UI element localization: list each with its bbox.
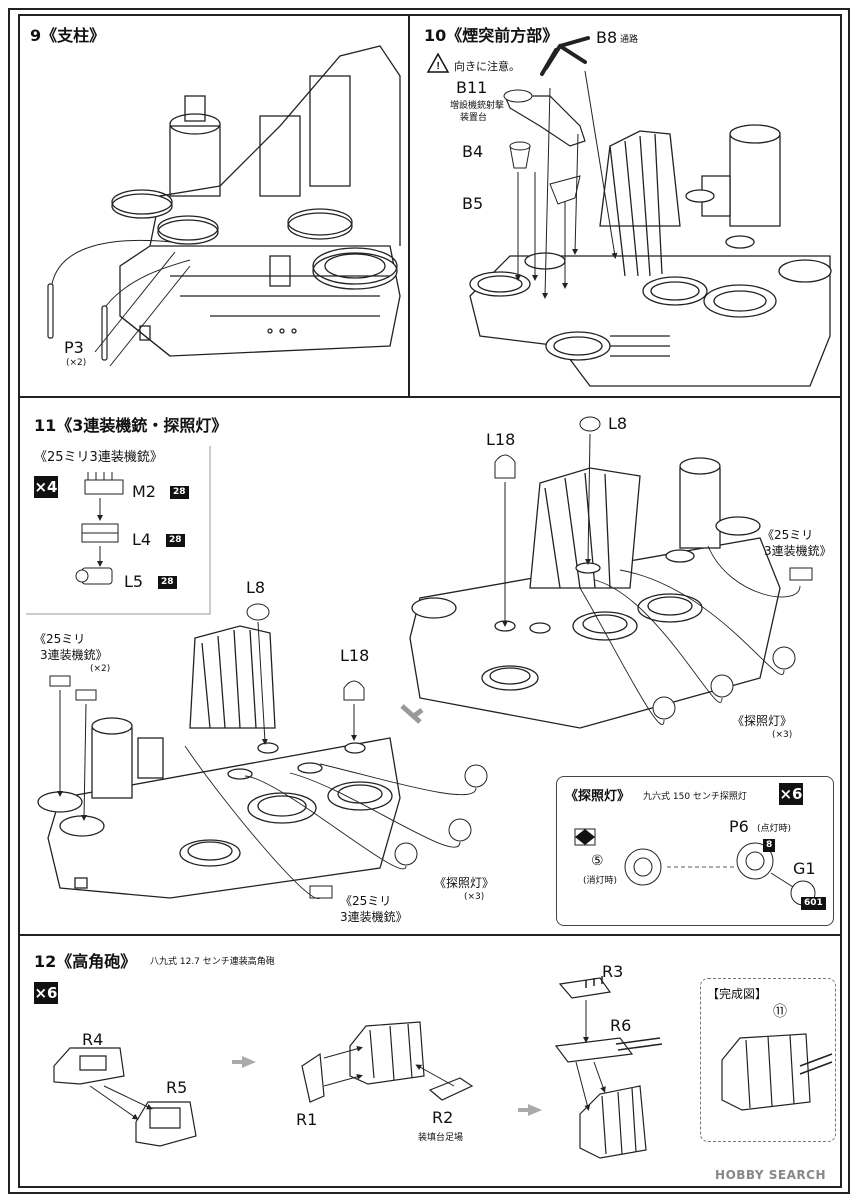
part-g1-label: G1	[793, 859, 816, 878]
mg-right-label-2: 3連装機銃》	[764, 544, 832, 558]
mg-left-label-1: 《25ミリ	[34, 632, 86, 646]
instruction-page	[8, 8, 850, 1194]
searchlight-left-qty: (×3)	[464, 892, 485, 902]
part-p3-label: P3	[64, 338, 84, 357]
mg-left-label-2: 3連装機銃》	[40, 648, 108, 662]
step10-funnel-drawing: !	[426, 36, 832, 387]
step12-subtitle: 八九式 12.7 センチ連装高角砲	[150, 957, 275, 967]
mg-bottom-label-1: 《25ミリ	[340, 894, 392, 908]
part-l4-label: L4	[132, 530, 152, 549]
svg-text:!: !	[437, 61, 440, 72]
part-r4-label: R4	[82, 1030, 104, 1049]
part-r6-label: R6	[610, 1016, 632, 1035]
completed-figure-box: 【完成図】 ⑪	[700, 978, 836, 1142]
searchlight-box-title: 《探照灯》	[565, 789, 631, 804]
mg-right-label-1: 《25ミリ	[762, 528, 814, 542]
part-l8-right-label: L8	[608, 414, 628, 433]
m2-color-badge: 28	[170, 486, 189, 499]
part-b11-note1: 増設機銃射撃	[450, 101, 505, 111]
part-b8-label: B8	[596, 28, 618, 47]
step11-title: 11《3連装機銃・探照灯》	[34, 416, 228, 435]
part-l18-right-label: L18	[486, 430, 516, 449]
step11-panel: 11《3連装機銃・探照灯》 《25ミリ3連装機銃》	[18, 396, 842, 936]
r2-note: 装填台足場	[418, 1133, 464, 1143]
mg-left-qty: (×2)	[90, 664, 111, 674]
searchlight-right-label: 《探照灯》	[732, 714, 793, 728]
part-b4-label: B4	[462, 142, 484, 161]
part-r1-label: R1	[296, 1110, 318, 1129]
part-p3-qty: (×2)	[66, 358, 87, 368]
watermark: HOBBY SEARCH	[715, 1168, 826, 1182]
part-r3-label: R3	[602, 962, 624, 981]
part-p6-label: P6	[729, 817, 749, 836]
searchlight-left-label: 《探照灯》	[434, 876, 495, 890]
searchlight-detail-box: 《探照灯》 九六式 150 センチ探照灯 ×6 ⑤ (消灯時) P6 (点灯時)…	[556, 776, 834, 926]
part-b5-label: B5	[462, 194, 484, 213]
step9-bridge-drawing	[47, 45, 401, 367]
step10-title: 10《煙突前方部》	[424, 26, 559, 45]
part-b11-label: B11	[456, 78, 488, 97]
part-m2-label: M2	[132, 482, 156, 501]
mg-qty-badge: ×4	[34, 476, 58, 498]
l5-color-badge: 28	[158, 576, 177, 589]
mg-bottom-label-2: 3連装機銃》	[340, 910, 408, 924]
part-l8-left-label: L8	[246, 578, 266, 597]
on-state-note: (点灯時)	[757, 824, 792, 834]
searchlight-right-qty: (×3)	[772, 730, 793, 740]
step12-title: 12《高角砲》	[34, 952, 137, 971]
step11-drawing	[26, 416, 813, 899]
part-l18-left-label: L18	[340, 646, 370, 665]
part-r5-label: R5	[166, 1078, 188, 1097]
off-state-note: (消灯時)	[583, 876, 618, 886]
step9-title: 9《支柱》	[30, 26, 106, 45]
caution-text: 向きに注意。	[454, 60, 520, 73]
mg-subassembly-title: 《25ミリ3連装機銃》	[34, 450, 163, 465]
searchlight-qty-badge: ×6	[779, 783, 803, 805]
step12-panel: 12《高角砲》 八九式 12.7 センチ連装高角砲 ×6	[18, 934, 842, 1188]
part-b11-note2: 装置台	[460, 113, 488, 123]
caution-icon	[426, 52, 450, 73]
circle-num-5: ⑤	[591, 853, 604, 869]
part-b8-note: 通路	[620, 35, 639, 45]
completed-figure-num: ⑪	[773, 1004, 787, 1020]
part-l5-label: L5	[124, 572, 144, 591]
part-r2-label: R2	[432, 1108, 454, 1127]
searchlight-box-subtitle: 九六式 150 センチ探照灯	[643, 792, 747, 802]
l4-color-badge: 28	[166, 534, 185, 547]
aa-gun-qty-badge: ×6	[34, 982, 58, 1004]
completed-figure-title: 【完成図】	[707, 987, 768, 1001]
p6-color-badge: 8	[763, 839, 776, 852]
step9-panel: 9《支柱》	[18, 14, 410, 398]
step10-panel: 10《煙突前方部》 !	[408, 14, 842, 398]
g1-color-badge: 601	[801, 897, 826, 910]
step12-drawing	[53, 976, 833, 1159]
